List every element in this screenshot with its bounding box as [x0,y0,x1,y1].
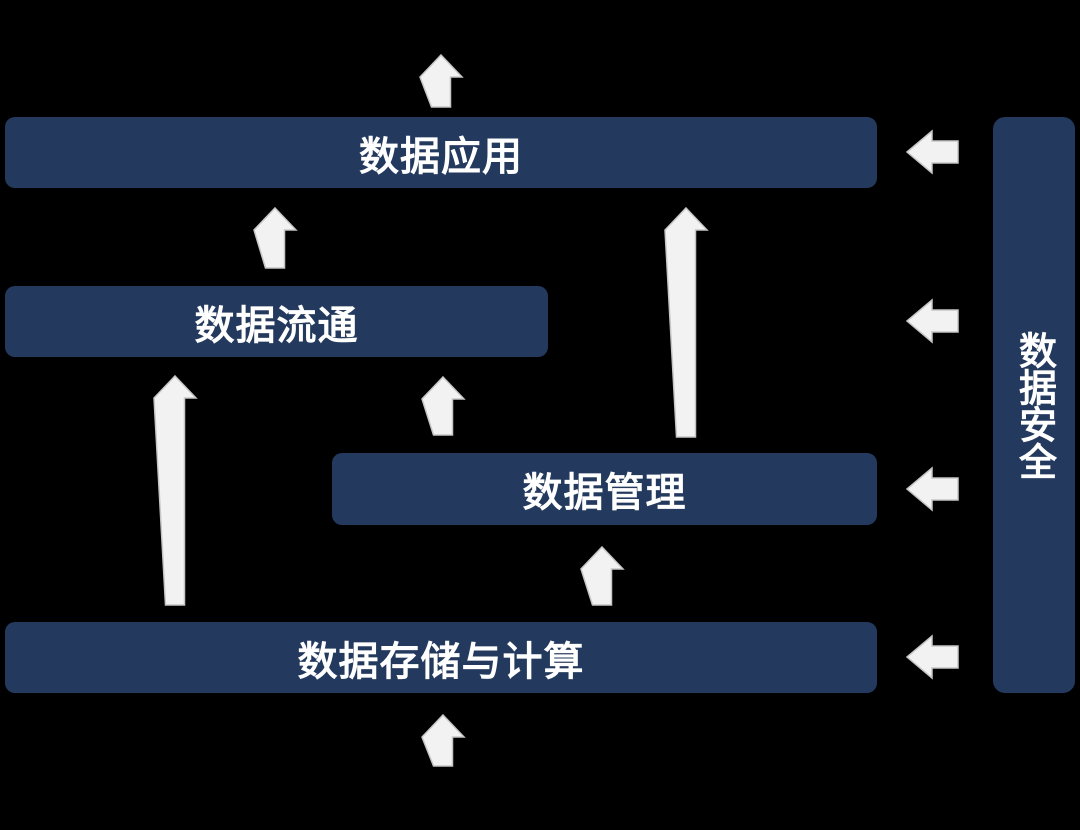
up-arrow-icon [421,713,466,767]
up-arrow-icon [153,374,198,606]
layer-label: 数据应用 [359,134,523,179]
layer-label: 数据管理 [522,471,687,515]
layer-data-circulation: 数据流通 [5,286,548,357]
left-arrow-icon [905,298,959,344]
layer-label: 数据流通 [194,303,359,348]
left-arrow-icon [905,466,959,512]
layer-data-application: 数据应用 [5,117,877,188]
up-arrow-icon [664,206,709,438]
sidebar-label: 数据安全 [1012,331,1055,479]
layer-label: 数据存储与计算 [297,639,585,684]
layer-data-management: 数据管理 [332,453,877,525]
left-arrow-icon [905,129,959,175]
up-arrow-icon [419,53,464,108]
layer-data-storage-computing: 数据存储与计算 [5,622,877,693]
up-arrow-icon [253,206,298,269]
sidebar-data-security: 数据安全 [993,117,1075,693]
up-arrow-icon [580,545,625,606]
left-arrow-icon [905,634,959,680]
up-arrow-icon [421,375,466,436]
